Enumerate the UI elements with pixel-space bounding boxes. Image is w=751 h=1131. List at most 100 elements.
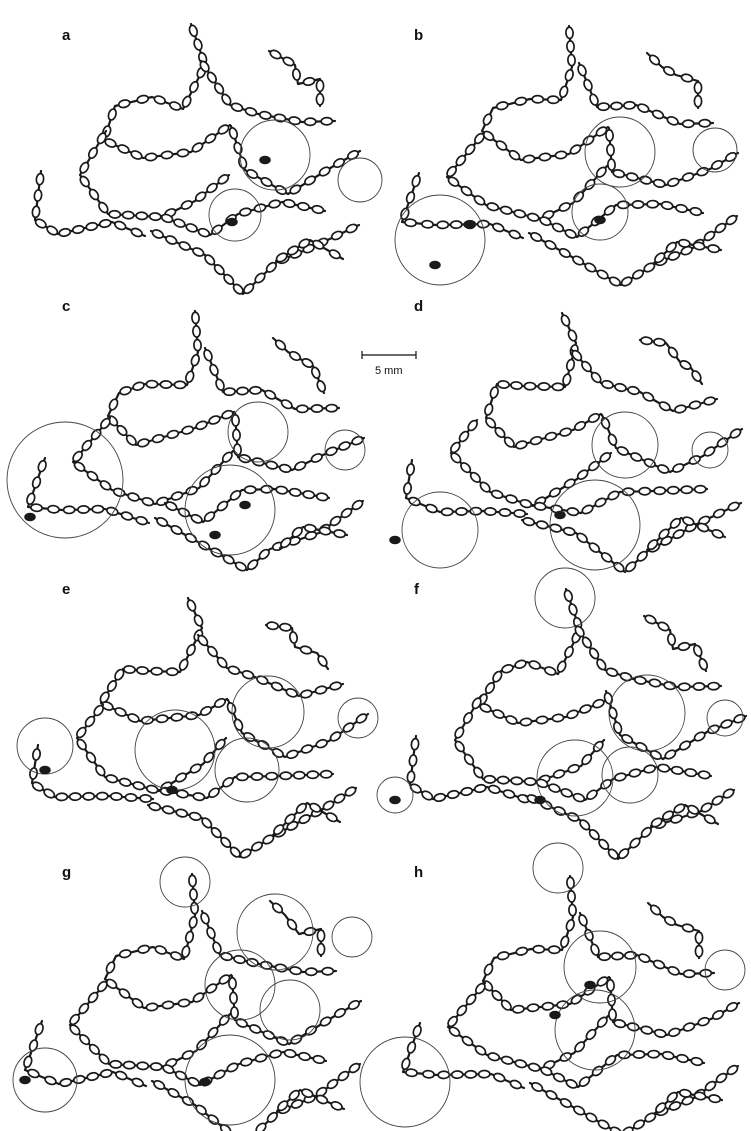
cell — [318, 166, 331, 178]
cell — [330, 230, 343, 241]
cell — [205, 982, 218, 994]
cell — [661, 201, 673, 210]
cell — [710, 159, 723, 171]
cell — [207, 787, 220, 799]
cell — [583, 78, 594, 91]
cell — [632, 201, 643, 208]
cell — [566, 27, 574, 39]
cell — [421, 790, 434, 802]
cell — [483, 963, 494, 976]
cell — [189, 875, 197, 887]
cell — [612, 952, 624, 960]
cell — [479, 1070, 490, 1077]
cell — [633, 1051, 644, 1058]
cell — [406, 1041, 416, 1054]
cell — [301, 357, 314, 369]
cell — [595, 658, 607, 671]
dark-cell — [210, 532, 220, 539]
cell — [663, 915, 676, 927]
cell — [78, 1002, 91, 1015]
cell — [409, 755, 418, 767]
cell — [170, 951, 183, 962]
cell — [664, 749, 677, 761]
cell — [105, 774, 118, 784]
cell — [87, 991, 100, 1004]
cell — [178, 240, 191, 251]
cell — [99, 479, 112, 491]
cell — [559, 85, 569, 98]
cell — [26, 492, 36, 505]
cell — [190, 889, 198, 901]
cell — [693, 683, 704, 690]
cell — [566, 359, 576, 372]
cell — [567, 811, 580, 822]
cell — [716, 436, 729, 448]
cell-chain — [579, 63, 713, 124]
cell — [494, 426, 507, 439]
panel-label: e — [62, 581, 70, 598]
cell — [694, 82, 701, 93]
cell — [437, 221, 448, 228]
cell — [110, 1060, 122, 1068]
cell — [149, 213, 161, 221]
cell — [249, 1023, 262, 1034]
cell — [271, 747, 284, 759]
cell — [186, 599, 197, 612]
cell — [332, 157, 345, 169]
cell — [509, 1079, 522, 1090]
cell — [94, 764, 106, 777]
cell — [463, 753, 475, 766]
cell — [153, 95, 166, 106]
cell — [576, 532, 589, 545]
cell — [329, 681, 342, 691]
cell — [108, 398, 119, 411]
cell — [698, 658, 709, 671]
cell — [113, 487, 126, 497]
cell — [135, 516, 148, 526]
cell — [712, 508, 725, 519]
cell-chain — [526, 790, 734, 859]
cell — [711, 528, 724, 539]
cell — [511, 777, 523, 785]
cell — [715, 1072, 728, 1084]
cell — [75, 726, 88, 739]
cell — [572, 792, 585, 803]
cell — [333, 1007, 346, 1019]
tracking-circle — [135, 710, 215, 790]
cell — [672, 462, 685, 473]
cell — [85, 751, 97, 764]
cell — [587, 460, 600, 473]
cell — [233, 955, 246, 965]
cell — [445, 165, 458, 178]
cell — [624, 560, 637, 573]
cell — [269, 49, 282, 61]
cell — [200, 816, 213, 829]
cell — [658, 400, 671, 412]
cell — [255, 1053, 268, 1063]
cell — [501, 664, 514, 674]
cell — [34, 218, 47, 230]
cell — [119, 386, 132, 396]
dark-cell — [555, 512, 565, 519]
cell — [191, 141, 204, 153]
cell — [132, 781, 145, 791]
cell — [315, 1094, 328, 1105]
cell — [188, 24, 198, 37]
cell — [556, 660, 567, 673]
cell — [259, 111, 271, 120]
cell — [307, 771, 318, 779]
cell — [566, 709, 579, 720]
cell — [216, 656, 229, 669]
cell — [130, 149, 143, 160]
cell — [678, 239, 690, 248]
cell — [198, 475, 211, 488]
cell — [29, 767, 38, 779]
cell — [403, 482, 412, 494]
cell — [676, 1054, 688, 1063]
cell — [598, 103, 610, 111]
cell — [654, 487, 665, 495]
cell — [565, 1078, 578, 1089]
cell — [355, 712, 368, 724]
cell — [681, 73, 694, 83]
cell — [449, 441, 462, 454]
